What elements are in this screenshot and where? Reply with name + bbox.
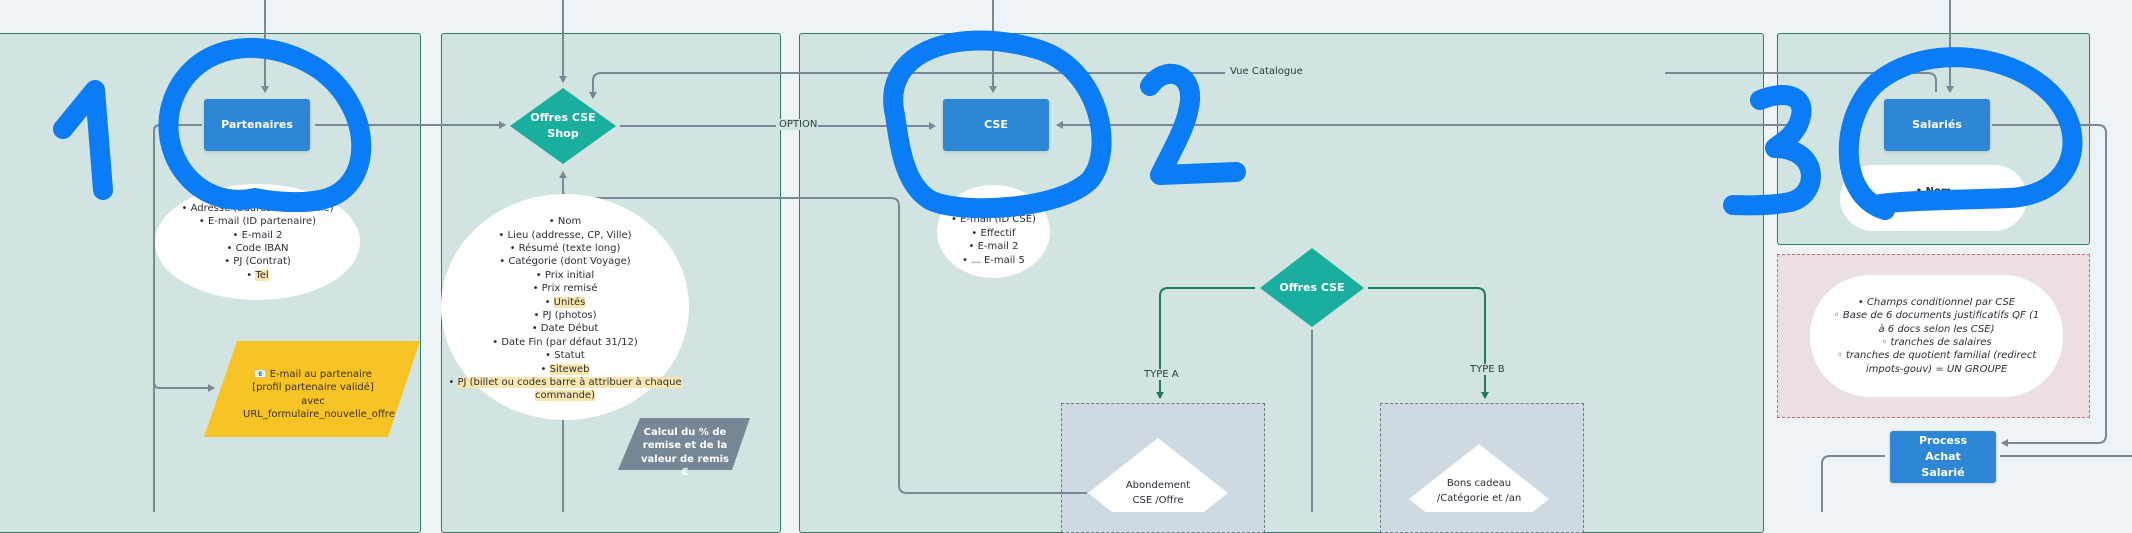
calcul-remise-text: Calcul du % de remise et de la valeur de… xyxy=(641,427,729,479)
cse-field: ... E-mail 5 xyxy=(962,254,1025,267)
conditional-note-item: Base de 6 documents justificatifs QF (1 … xyxy=(1832,309,2041,336)
partenaires-node[interactable]: Partenaires xyxy=(204,99,310,151)
salaries-node[interactable]: Salariés xyxy=(1884,99,1990,151)
edge-label-type-a: TYPE A xyxy=(1143,369,1180,380)
cse-node[interactable]: CSE xyxy=(943,99,1049,151)
conditional-note-item: Champs conditionnel par CSE xyxy=(1858,296,2015,309)
offre-field: Siteweb xyxy=(541,363,590,376)
connector-type-b xyxy=(1368,287,1489,399)
offres-cse-shop-label[interactable]: Offres CSE Shop xyxy=(530,110,596,141)
connector-partenaires-left xyxy=(153,124,202,512)
bons-cadeau-label[interactable]: Bons cadeau /Catégorie et /an xyxy=(1436,478,1522,504)
partenaire-field: E-mail 2 xyxy=(233,229,283,242)
partenaires-fields-bubble: Adresse (addresse, CP, Ville)E-mail (ID … xyxy=(155,184,360,300)
salarie-field: E-mail (ID salarié) xyxy=(1878,198,1989,211)
offre-field: Prix remisé xyxy=(533,282,598,295)
partenaire-field: PJ (Contrat) xyxy=(224,255,290,268)
cse-fields-bubble: PJ (logo)E-mail (ID CSE)EffectifE-mail 2… xyxy=(937,185,1050,278)
connector-salaries-process xyxy=(1992,124,2107,447)
cse-field: Effectif xyxy=(971,227,1016,240)
conditional-note-bubble: Champs conditionnel par CSEBase de 6 doc… xyxy=(1810,275,2063,397)
abondement-decision xyxy=(1088,438,1228,512)
offres-cse-label[interactable]: Offres CSE xyxy=(1279,280,1345,294)
connector-vue-catalogue-left xyxy=(589,72,1225,99)
connector-type-a xyxy=(1156,287,1255,399)
edge-label-option: OPTION xyxy=(778,119,819,130)
partenaire-field: Tel xyxy=(246,269,269,282)
cse-field: E-mail 2 xyxy=(969,240,1019,253)
salarie-field: Nom xyxy=(1916,185,1952,198)
connector-process-left xyxy=(1821,455,1885,512)
connector-vue-catalogue xyxy=(1665,72,1937,92)
offre-field: PJ (billet ou codes barre à attribuer à … xyxy=(441,376,689,403)
offres-cse-shop-decision xyxy=(510,88,616,164)
abondement-label[interactable]: Abondement CSE /Offre xyxy=(1125,480,1191,506)
connector-partenaires-email xyxy=(153,380,215,392)
offre-field: Date Fin (par défaut 31/12) xyxy=(492,336,637,349)
partenaire-field: Adresse (addresse, CP, Ville) xyxy=(182,202,334,215)
offres-cse-decision xyxy=(1260,248,1364,327)
salaries-fields-bubble: NomE-mail (ID salarié) xyxy=(1840,165,2027,231)
offre-field: Lieu (addresse, CP, Ville) xyxy=(498,229,631,242)
offre-field: Catégorie (dont Voyage) xyxy=(499,255,630,268)
edge-label-vue-catalogue: Vue Catalogue xyxy=(1229,66,1304,77)
offre-field: Unités xyxy=(545,296,586,309)
email-partenaire-step xyxy=(204,341,420,437)
calcul-remise-step xyxy=(618,418,750,470)
offre-field: Date Début xyxy=(532,322,599,335)
offre-field: Statut xyxy=(545,349,585,362)
cse-field: E-mail (ID CSE) xyxy=(951,213,1036,226)
offre-field: PJ (photos) xyxy=(533,309,597,322)
email-partenaire-text: 📧 E-mail au partenaire [profil partenair… xyxy=(243,369,395,421)
offre-field: Nom xyxy=(549,215,581,228)
edge-label-type-b: TYPE B xyxy=(1469,364,1506,375)
offre-fields-bubble: NomLieu (addresse, CP, Ville)Résumé (tex… xyxy=(441,194,689,420)
process-achat-node[interactable]: Process Achat Salarié xyxy=(1890,431,1996,483)
cse-field: PJ (logo) xyxy=(968,200,1018,213)
bons-cadeau-decision xyxy=(1409,444,1549,512)
conditional-note-item: tranches de salaires xyxy=(1881,336,1992,349)
offre-field: Prix initial xyxy=(536,269,594,282)
partenaire-field: Code IBAN xyxy=(227,242,289,255)
partenaire-field: E-mail (ID partenaire) xyxy=(199,215,316,228)
conditional-note-item: tranches de quotient familial (redirect … xyxy=(1832,349,2041,376)
offre-field: Résumé (texte long) xyxy=(510,242,621,255)
